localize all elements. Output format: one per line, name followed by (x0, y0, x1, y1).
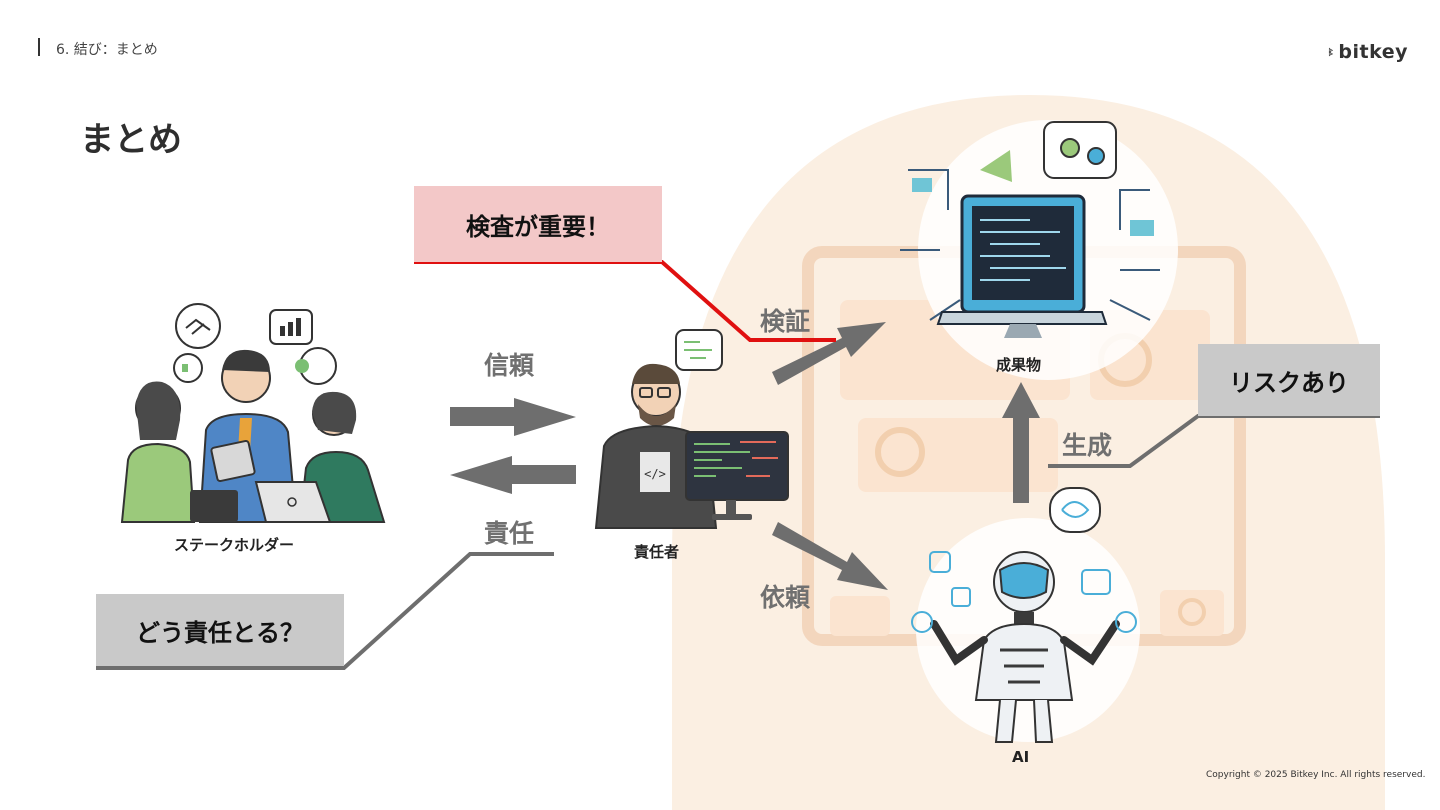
node-label-stakeholders: ステークホルダー (174, 534, 294, 555)
edge-label-trust: 信頼 (484, 346, 534, 382)
edge-label-responsibility: 責任 (484, 514, 534, 550)
ai-robot-illustration (912, 488, 1140, 742)
idea-bubble-icon (1044, 122, 1116, 178)
arrow-generate (1002, 382, 1040, 503)
copyright-text: Copyright © 2025 Bitkey Inc. All rights … (1206, 770, 1425, 780)
node-label-deliverable: 成果物 (996, 354, 1041, 375)
handshake-bubble-icon (176, 304, 220, 348)
node-label-responsible: 責任者 (634, 541, 679, 562)
node-label-ai: AI (1012, 748, 1029, 766)
arrow-responsibility (450, 456, 576, 494)
brain-bubble-icon (1050, 488, 1100, 532)
arrow-trust (450, 398, 576, 436)
svg-text:</>: </> (644, 467, 666, 481)
edge-label-generate: 生成 (1062, 426, 1112, 462)
callout-accountability: どう責任とる？ (96, 594, 344, 666)
edge-label-verify: 検証 (760, 302, 810, 338)
deliverable-illustration (900, 120, 1178, 380)
callout-risk: リスクあり (1198, 344, 1380, 416)
developer-illustration: </> (596, 330, 788, 528)
callout-inspection: 検査が重要！ (414, 186, 662, 262)
stakeholders-illustration (122, 304, 384, 522)
edge-label-request: 依頼 (760, 578, 810, 614)
